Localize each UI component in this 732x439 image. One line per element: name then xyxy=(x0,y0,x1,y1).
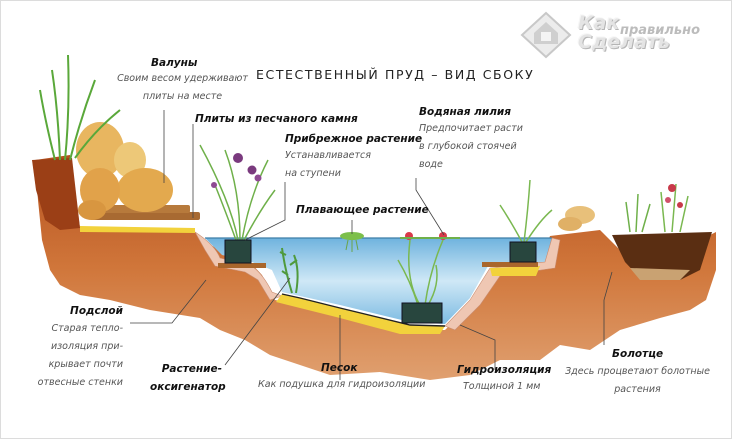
soil-body xyxy=(35,155,716,380)
sand-shelf-right xyxy=(490,266,540,276)
logo-text-pravilno: правильно xyxy=(620,23,701,38)
desc-line: изоляция при- xyxy=(50,341,123,352)
desc-line: в глубокой стоячей xyxy=(419,141,517,152)
grass-left xyxy=(39,54,121,161)
desc-line: на ступени xyxy=(285,168,341,179)
logo-text-sdelat: Сделать xyxy=(578,31,670,53)
desc-marginal-plant: Устанавливается на ступени xyxy=(285,147,371,183)
desc-line: Своим весом удерживают xyxy=(117,73,248,84)
desc-line: Предпочитает расти xyxy=(419,123,523,134)
sand-layer xyxy=(276,294,445,334)
desc-line: Устанавливается xyxy=(285,150,371,161)
pond-water xyxy=(205,238,552,324)
label-bog: Болотце xyxy=(612,348,664,360)
label-floating-plant: Плавающее растение xyxy=(296,204,429,216)
boulders xyxy=(76,122,173,220)
desc-line: растения xyxy=(614,384,661,395)
label-sand: Песок xyxy=(321,362,358,374)
desc-line: крывает почти xyxy=(48,359,123,370)
desc-line: отвесные стенки xyxy=(37,377,123,388)
floating-plant xyxy=(340,232,364,252)
sandstone-slabs xyxy=(90,212,200,220)
desc-boulders: Своим весом удерживают плиты на месте xyxy=(110,70,255,106)
site-logo[interactable]: Как правильно Сделать xyxy=(520,10,720,60)
underlay-layer-right xyxy=(444,237,561,331)
label-boulders: Валуны xyxy=(151,57,198,69)
desc-line: Старая тепло- xyxy=(51,323,123,334)
desc-line: Здесь процветают болотные xyxy=(565,366,710,377)
desc-line: плиты на месте xyxy=(142,91,223,102)
leader-lines xyxy=(130,110,613,380)
logo-text-kak: Как xyxy=(578,12,620,34)
desc-water-lily: Предпочитает расти в глубокой стоячей во… xyxy=(419,120,523,174)
label-liner: Гидроизоляция xyxy=(457,364,552,376)
desc-line: воде xyxy=(419,159,443,170)
desc-bog: Здесь процветают болотные растения xyxy=(565,363,710,399)
label-marginal-plant: Прибрежное растение xyxy=(285,133,423,145)
label-sandstone-slabs: Плиты из песчаного камня xyxy=(195,113,358,125)
label-line: оксигенатор xyxy=(150,381,226,393)
label-line: Растение- xyxy=(161,363,222,375)
bog-plants xyxy=(625,183,689,233)
desc-underlay: Старая тепло- изоляция при- крывает почт… xyxy=(30,320,123,392)
desc-sand: Как подушка для гидроизоляции xyxy=(258,379,426,390)
oxygenator-plant xyxy=(279,247,299,294)
water-lily xyxy=(397,232,460,324)
desc-liner: Толщиной 1 мм xyxy=(463,381,541,392)
label-oxygenator: Растение- оксигенатор xyxy=(150,360,226,396)
label-water-lily: Водяная лилия xyxy=(419,106,512,118)
shelf-plant-right xyxy=(499,179,553,263)
label-underlay: Подслой xyxy=(70,305,123,317)
marginal-plant-iris xyxy=(199,144,276,264)
house-diamond-icon xyxy=(520,11,572,59)
bog-soil xyxy=(612,232,712,280)
diagram-title: ЕСТЕСТВЕННЫЙ ПРУД – ВИД СБОКУ xyxy=(256,67,535,82)
sand-shelf-left xyxy=(80,226,195,233)
